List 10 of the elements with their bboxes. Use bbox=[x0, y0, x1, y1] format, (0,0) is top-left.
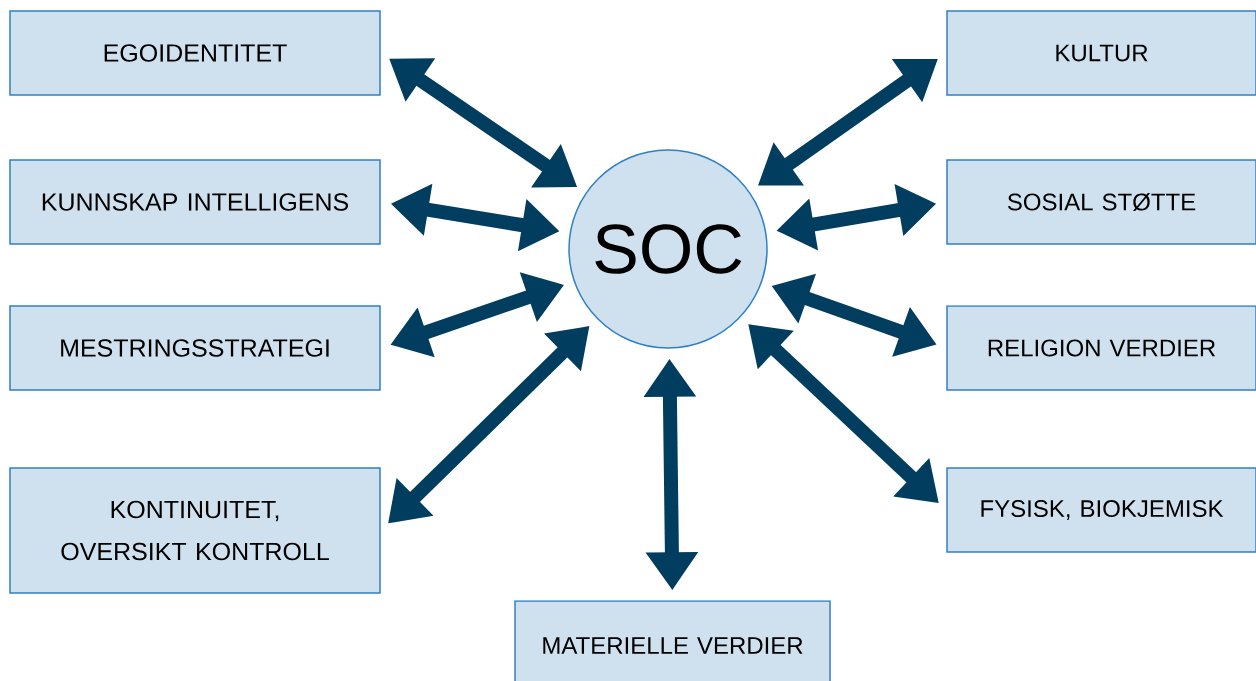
text-box: SOSIAL STØTTE bbox=[946, 159, 1256, 245]
text-box: KONTINUITET, OVERSIKT KONTROLL bbox=[9, 467, 381, 594]
text-box: RELIGION VERDIER bbox=[946, 305, 1256, 391]
text-box: EGOIDENTITET bbox=[9, 10, 381, 96]
text-box: KUNNSKAP INTELLIGENS bbox=[9, 159, 381, 245]
text-box: MATERIELLE VERDIER bbox=[514, 600, 831, 681]
circle-node: SOC bbox=[568, 149, 768, 349]
text-box: KULTUR bbox=[946, 10, 1256, 96]
text-box: MESTRINGSSTRATEGI bbox=[9, 305, 381, 391]
text-box: FYSISK, BIOKJEMISK bbox=[946, 467, 1256, 553]
